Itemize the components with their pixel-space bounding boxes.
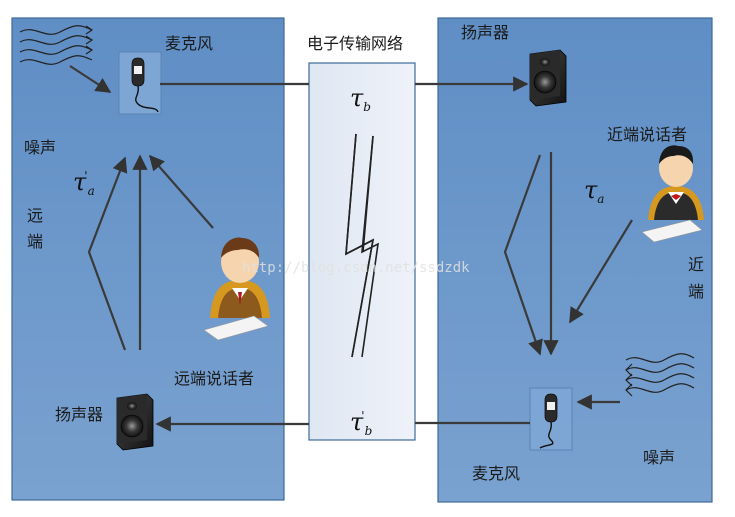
near-microphone-icon xyxy=(529,387,573,451)
near-delay-symbol: τ xyxy=(584,176,598,204)
far-noise-to-mic-arrow xyxy=(69,65,112,93)
near-speaker-icon xyxy=(529,49,567,107)
network-delay-bottom-symbol: τ xyxy=(350,408,364,436)
near-speaker-label: 扬声器 xyxy=(461,23,510,42)
far-side-label-1: 远 xyxy=(26,206,43,225)
far-talker-to-mic-arrow xyxy=(148,154,214,229)
near-end-arrows xyxy=(415,76,633,425)
far-side-label-2: 端 xyxy=(26,232,43,251)
near-talker-to-mic-arrow xyxy=(569,219,633,324)
far-delay-sup: ' xyxy=(84,169,88,183)
network-delay-bottom-sub: b xyxy=(364,424,373,438)
network-delay-top: τb xyxy=(350,84,371,114)
network-delay-top-sub: b xyxy=(363,100,371,114)
near-side-label-2: 端 xyxy=(687,282,704,301)
near-microphone-label: 麦克风 xyxy=(472,464,521,483)
far-microphone-label: 麦克风 xyxy=(165,34,214,53)
near-talker-label: 近端说话者 xyxy=(607,125,688,144)
far-delay-symbol: τ xyxy=(73,168,87,196)
far-echo-path-arrow xyxy=(87,156,128,351)
far-delay: τ'a xyxy=(73,168,95,198)
far-microphone-icon xyxy=(118,51,162,115)
near-talker-icon xyxy=(641,145,704,243)
far-delay-sub: a xyxy=(87,184,95,198)
watermark-text: http://blog.csdn.net/ssdzdk xyxy=(242,260,470,276)
far-end-arrows xyxy=(69,65,309,432)
far-noise-label: 噪声 xyxy=(24,138,57,157)
near-end-panel xyxy=(437,17,713,503)
near-delay: τa xyxy=(584,176,604,206)
far-speaker-label: 扬声器 xyxy=(55,405,104,424)
network-title: 电子传输网络 xyxy=(307,34,404,53)
network-delay-bottom: τ'b xyxy=(350,408,372,438)
far-talker-icon xyxy=(203,237,270,341)
far-talker-label: 远端说话者 xyxy=(174,369,255,388)
near-echo-path-arrow xyxy=(503,154,543,356)
near-noise-label: 噪声 xyxy=(643,448,676,467)
near-side-label-1: 近 xyxy=(687,255,704,274)
near-delay-sub: a xyxy=(597,192,605,206)
far-speaker-icon xyxy=(116,393,154,451)
far-noise-waves-icon xyxy=(19,25,94,65)
near-noise-waves-icon xyxy=(625,353,695,397)
network-delay-top-symbol: τ xyxy=(350,84,364,112)
network-delay-bottom-sup: ' xyxy=(361,409,365,423)
